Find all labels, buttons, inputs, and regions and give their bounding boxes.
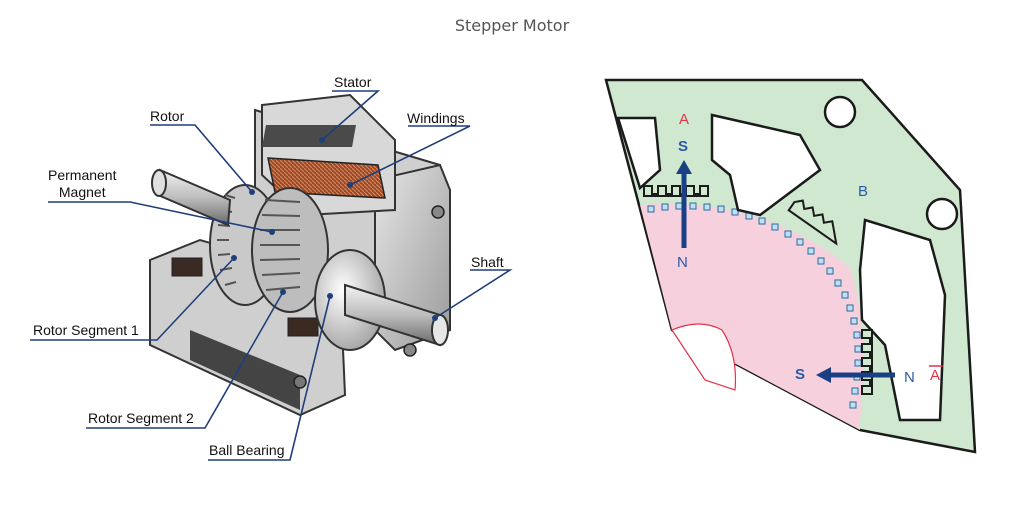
label-stator: Stator bbox=[334, 74, 372, 90]
shaft-rear bbox=[156, 168, 232, 227]
leader-windings bbox=[349, 125, 471, 186]
leader-rotor-segment-2 bbox=[86, 291, 284, 429]
stator-pole-teeth bbox=[643, 185, 873, 395]
leader-dot-windings bbox=[347, 182, 353, 188]
winding-window-left bbox=[171, 257, 203, 277]
label-permanent-magnet: Permanent Magnet bbox=[48, 167, 116, 201]
leader-stator bbox=[321, 90, 381, 141]
leader-ball-bearing bbox=[208, 295, 331, 461]
leader-dot-permanent-magnet bbox=[269, 229, 275, 235]
stator-slot-right bbox=[858, 218, 947, 422]
winding-window-right bbox=[287, 317, 319, 337]
leader-dot-rotor-segment-1 bbox=[231, 255, 237, 261]
label-ball-bearing: Ball Bearing bbox=[209, 442, 285, 458]
leader-rotor bbox=[150, 124, 253, 193]
leader-dot-stator bbox=[319, 137, 325, 143]
pole-arrow-vertical-head bbox=[676, 160, 692, 174]
housing-screw-front bbox=[293, 375, 307, 389]
rotor-segment-2-body bbox=[251, 187, 329, 313]
stator-slot-top bbox=[616, 116, 662, 191]
label-phase-b: B bbox=[858, 183, 869, 200]
motor-dark-base bbox=[190, 330, 300, 410]
label-rotor-segment-2: Rotor Segment 2 bbox=[88, 410, 194, 426]
label-windings: Windings bbox=[407, 110, 465, 126]
leader-lines bbox=[30, 90, 513, 461]
leader-shaft bbox=[434, 269, 513, 319]
leader-permanent-magnet bbox=[48, 201, 273, 233]
label-phase-a: A bbox=[679, 111, 690, 128]
flange-screw-hole-top bbox=[431, 205, 445, 219]
rotor-hub bbox=[671, 323, 737, 391]
stator-dark-core bbox=[262, 125, 356, 147]
stator-slot-upper bbox=[710, 113, 822, 217]
label-rotor: Rotor bbox=[150, 108, 185, 124]
label-permanent-magnet-line1: Permanent bbox=[48, 167, 117, 183]
shaft-rear-end bbox=[151, 169, 167, 197]
flange-screw-hole-bottom bbox=[403, 343, 417, 357]
leader-rotor-segment-1 bbox=[30, 257, 235, 341]
label-pole-right-outer: N bbox=[904, 369, 915, 386]
page-title: Stepper Motor bbox=[454, 16, 570, 35]
leader-dot-rotor-segment-2 bbox=[280, 289, 286, 295]
leader-dot-ball-bearing bbox=[327, 293, 333, 299]
rotor-section bbox=[640, 203, 864, 430]
label-shaft: Shaft bbox=[471, 254, 504, 270]
leader-dot-rotor bbox=[249, 189, 255, 195]
label-phase-a-bar: A bbox=[930, 367, 941, 384]
label-permanent-magnet-line2: Magnet bbox=[58, 184, 106, 200]
pole-diagram bbox=[604, 78, 977, 454]
stator-mount-hole-top bbox=[823, 95, 857, 129]
label-rotor-segment-1: Rotor Segment 1 bbox=[33, 322, 139, 338]
label-pole-right-inner: S bbox=[795, 366, 806, 383]
label-pole-top-outer: S bbox=[678, 138, 689, 155]
label-pole-top-inner: N bbox=[677, 254, 688, 271]
stator-mount-hole-right bbox=[925, 197, 959, 231]
pole-arrow-horizontal-head bbox=[816, 367, 831, 383]
leader-dot-shaft bbox=[432, 315, 438, 321]
